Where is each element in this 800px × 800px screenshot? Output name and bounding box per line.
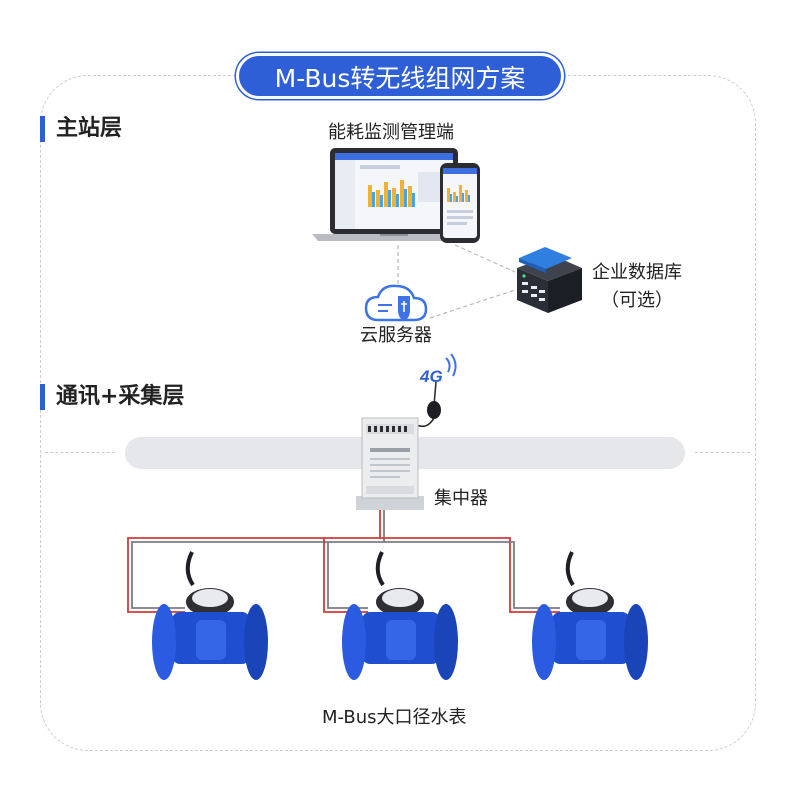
monitor-db-link <box>454 244 516 273</box>
comm-layer-bar <box>40 384 45 410</box>
database-caption-line1: 企业数据库 <box>592 262 682 283</box>
comm-layer-label: 通讯+采集层 <box>56 384 185 409</box>
cloud-icon <box>364 284 428 322</box>
signal-label: 4G <box>419 367 443 386</box>
database-server-icon <box>517 247 582 313</box>
monitor-caption: 能耗监测管理端 <box>328 122 454 143</box>
master-layer-label: 主站层 <box>56 116 123 141</box>
page-title: M-Bus转无线组网方案 <box>236 53 564 99</box>
dashed-connectors <box>397 244 516 319</box>
right-divider <box>695 452 750 453</box>
meters-caption: M-Bus大口径水表 <box>322 707 467 728</box>
master-layer-bar <box>40 116 45 142</box>
water-meter-1 <box>152 551 268 680</box>
water-meter-3 <box>532 551 648 680</box>
antenna-icon <box>405 353 457 433</box>
laptop-icon <box>312 148 476 241</box>
water-meter-2 <box>342 551 458 680</box>
left-divider <box>45 452 115 453</box>
cloud-db-link <box>429 289 516 319</box>
phone-icon <box>440 163 480 243</box>
concentrator-device <box>356 417 424 510</box>
database-caption-line2: （可选） <box>601 290 673 311</box>
concentrator-caption: 集中器 <box>434 488 488 509</box>
cloud-caption: 云服务器 <box>360 325 432 346</box>
